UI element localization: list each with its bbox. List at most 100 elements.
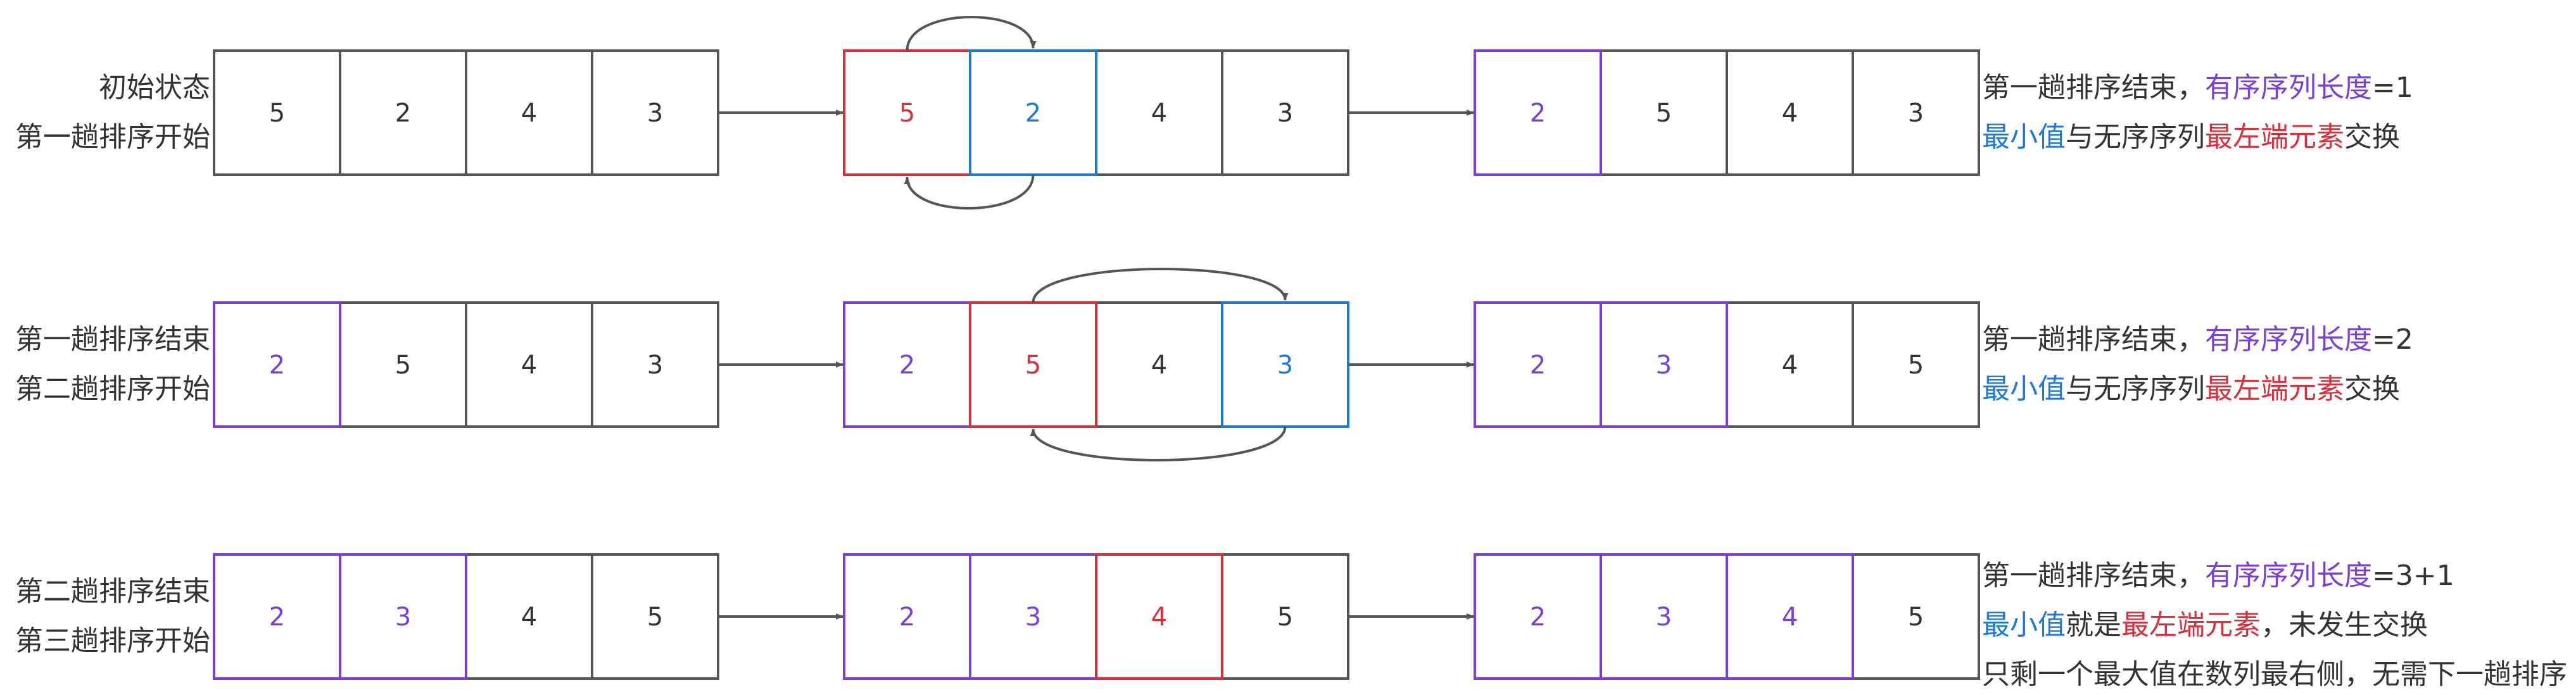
cell-value: 4 <box>1782 351 1798 380</box>
cell-value: 2 <box>1530 603 1546 632</box>
note-line: 最小值与无序序列最左端元素交换 <box>1982 373 2400 405</box>
array-cell <box>969 553 1097 680</box>
array-cell <box>969 49 1097 176</box>
array-cell <box>591 301 719 428</box>
array-cell <box>1095 553 1223 680</box>
array-cell <box>969 301 1097 428</box>
note-segment: 最左端元素 <box>2205 121 2344 153</box>
cell-value: 5 <box>269 99 285 128</box>
note-segment: 最左端元素 <box>2121 609 2261 641</box>
array-stage-3: 5 2 3 4 <box>1474 553 1980 680</box>
cell-value: 5 <box>1025 351 1041 380</box>
array-cell <box>1221 301 1349 428</box>
cell-value: 3 <box>1277 351 1293 380</box>
note-segment: =1 <box>2372 72 2413 104</box>
array-cell <box>213 301 341 428</box>
array-stage-1: 4 5 2 3 <box>213 553 719 680</box>
note-line: 只剩一个最大值在数列最右侧，无需下一趟排序 <box>1982 658 2567 691</box>
cell-value: 2 <box>269 603 285 632</box>
cell-value: 5 <box>1656 99 1672 128</box>
cell-value: 2 <box>899 351 915 380</box>
cell-value: 3 <box>647 99 663 128</box>
array-cell <box>1600 301 1728 428</box>
note-segment: 有序序列长度 <box>2205 560 2372 592</box>
cell-value: 4 <box>1782 603 1798 632</box>
row-label: 第二趟排序开始 <box>15 373 210 405</box>
row-label: 第一趟排序开始 <box>15 121 210 153</box>
note-segment: 与无序序列 <box>2066 373 2205 405</box>
cell-value: 5 <box>647 603 663 632</box>
row-label: 第三趟排序开始 <box>15 625 210 657</box>
cell-value: 4 <box>521 351 537 380</box>
note-segment: 第一趟排序结束， <box>1982 560 2205 592</box>
row-label: 第二趟排序结束 <box>15 575 210 608</box>
cell-value: 3 <box>1656 603 1672 632</box>
note-line: 第一趟排序结束，有序序列长度=3+1 <box>1982 560 2454 592</box>
note-line: 最小值就是最左端元素，未发生交换 <box>1982 609 2428 641</box>
array-cell <box>1095 49 1223 176</box>
cell-value: 3 <box>1656 351 1672 380</box>
note-line: 第一趟排序结束，有序序列长度=1 <box>1982 72 2413 104</box>
cell-value: 2 <box>1530 99 1546 128</box>
note-segment: 就是 <box>2066 609 2121 641</box>
cell-value: 3 <box>395 603 411 632</box>
cell-value: 2 <box>1530 351 1546 380</box>
array-cell <box>843 301 971 428</box>
note-segment: 第一趟排序结束， <box>1982 323 2205 356</box>
note-segment: 交换 <box>2344 121 2400 153</box>
array-cell <box>213 49 341 176</box>
array-cell <box>1726 553 1854 680</box>
swap-arc-bottom <box>1030 426 1287 461</box>
array-stage-3: 5 4 3 2 <box>1474 49 1980 176</box>
array-cell <box>1600 553 1728 680</box>
note-line: 第一趟排序结束，有序序列长度=2 <box>1982 323 2413 356</box>
cell-value: 2 <box>899 603 915 632</box>
array-cell <box>1221 553 1349 680</box>
cell-value: 4 <box>1151 603 1167 632</box>
array-stage-2: 5 2 3 4 <box>843 553 1349 680</box>
array-cell <box>465 49 593 176</box>
array-cell <box>1474 553 1602 680</box>
swap-arc-bottom <box>904 174 1035 210</box>
cell-value: 4 <box>1151 99 1167 128</box>
array-cell <box>1474 49 1602 176</box>
array-cell <box>465 301 593 428</box>
array-stage-2: 4 2 5 3 <box>843 301 1349 428</box>
row-label: 第一趟排序结束 <box>15 323 210 356</box>
cell-value: 5 <box>1908 351 1924 380</box>
array-cell <box>1474 301 1602 428</box>
swap-arc-top <box>1032 268 1289 303</box>
note-segment: 与无序序列 <box>2066 121 2205 153</box>
array-cell <box>1852 49 1980 176</box>
cell-value: 3 <box>1025 603 1041 632</box>
cell-value: 5 <box>1908 603 1924 632</box>
array-cell <box>339 49 467 176</box>
note-segment: 有序序列长度 <box>2205 323 2372 356</box>
cell-value: 4 <box>521 99 537 128</box>
note-segment: =3+1 <box>2372 560 2454 592</box>
cell-value: 4 <box>521 603 537 632</box>
note-segment: 第一趟排序结束， <box>1982 72 2205 104</box>
array-cell <box>843 49 971 176</box>
array-cell <box>465 553 593 680</box>
cell-value: 4 <box>1151 351 1167 380</box>
array-cell <box>1852 301 1980 428</box>
swap-arc-top <box>906 16 1037 51</box>
array-cell <box>339 553 467 680</box>
array-cell <box>591 553 719 680</box>
note-segment: 只剩一个最大值在数列最右侧，无需下一趟排序 <box>1982 658 2567 691</box>
cell-value: 4 <box>1782 99 1798 128</box>
note-segment: 最左端元素 <box>2205 373 2344 405</box>
cell-value: 5 <box>1277 603 1293 632</box>
cell-value: 3 <box>1908 99 1924 128</box>
note-segment: 最小值 <box>1982 373 2066 405</box>
cell-value: 2 <box>269 351 285 380</box>
array-cell <box>213 553 341 680</box>
array-stage-3: 4 5 2 3 <box>1474 301 1980 428</box>
cell-value: 5 <box>899 99 915 128</box>
cell-value: 3 <box>647 351 663 380</box>
